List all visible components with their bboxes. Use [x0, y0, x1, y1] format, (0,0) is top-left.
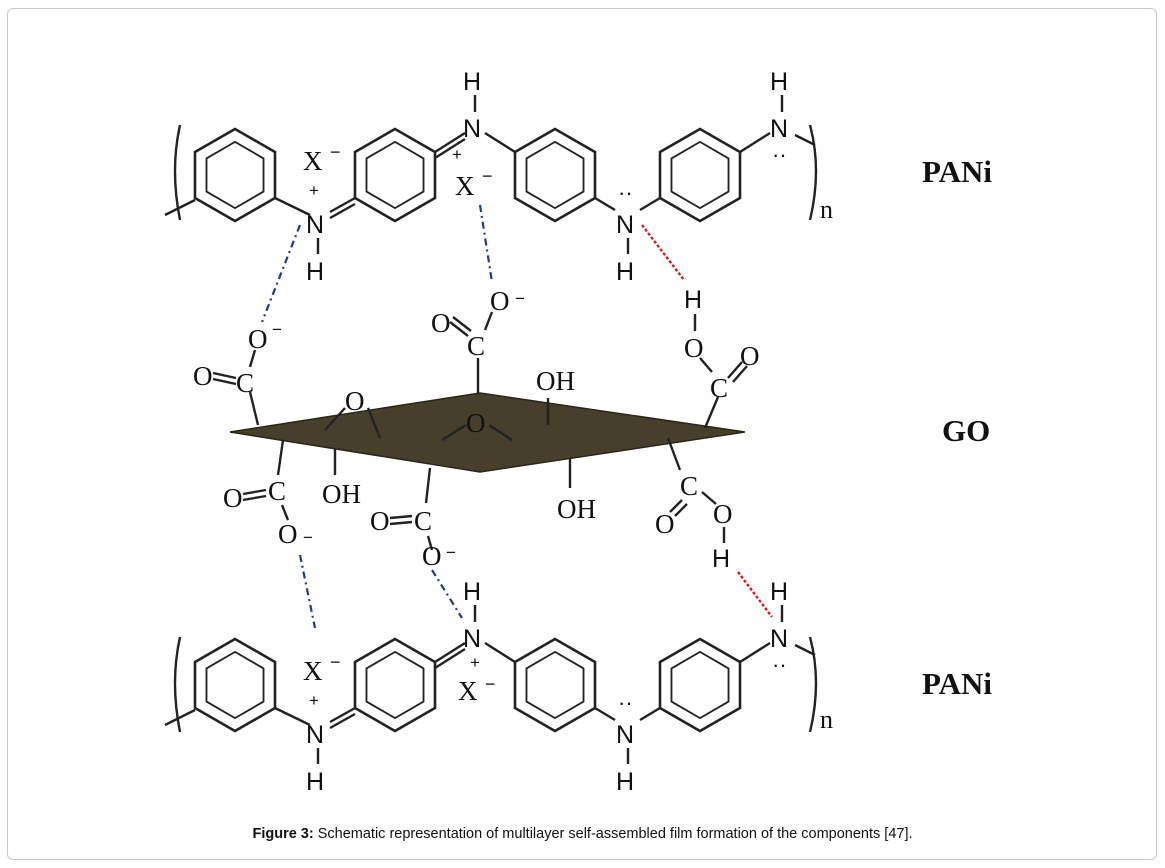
atom-h: H [712, 545, 730, 573]
charge-plus: + [452, 145, 462, 164]
atom-o: O [223, 483, 243, 513]
atom-o: O [684, 333, 704, 363]
atom-h: H [463, 68, 481, 96]
atom-o: O [713, 499, 733, 529]
charge-plus: + [309, 181, 319, 200]
atom-o: O [740, 341, 760, 371]
atom-h: H [616, 768, 634, 796]
atom-h: H [463, 578, 481, 606]
graphene-oxide-sheet: C O O − C O O − C O O H OH O O [193, 286, 760, 573]
atom-c: C [268, 476, 286, 506]
atom-c: C [680, 471, 698, 501]
charge-minus: − [485, 674, 496, 694]
atom-o: O [655, 509, 675, 539]
charge-minus: − [330, 142, 341, 162]
counter-ion-x: X [455, 171, 475, 201]
charge-plus: + [470, 653, 480, 672]
charge-minus: − [482, 166, 493, 186]
atom-h: H [306, 258, 324, 286]
counter-ion-x: X [303, 656, 323, 686]
atom-n: N [770, 115, 788, 143]
atom-o: O [248, 324, 268, 354]
atom-n: N [306, 721, 324, 749]
charge-minus: − [330, 652, 341, 672]
atom-c: C [467, 331, 485, 361]
caption-label: Figure 3: [252, 826, 314, 842]
lone-pair: ·· [618, 690, 633, 715]
figure-frame [7, 8, 1157, 860]
counter-ion-x: X [303, 146, 323, 176]
hydrogen-bonds [641, 224, 773, 618]
atom-o: O [490, 286, 510, 316]
atom-o: O [193, 361, 213, 391]
label-go: GO [942, 413, 990, 448]
atom-n: N [463, 625, 481, 653]
lone-pair: ·· [772, 142, 787, 167]
bottom-pani-chain: H N + X − X − + N H ·· N H H N ·· n [164, 578, 833, 796]
hydroxyl: OH [536, 366, 575, 396]
atom-c: C [414, 506, 432, 536]
atom-c: C [236, 368, 254, 398]
repeat-subscript: n [820, 705, 833, 734]
atom-h: H [616, 258, 634, 286]
atom-h: H [306, 768, 324, 796]
polyaniline-graphene-oxide-scheme: H N + X − X − + N H ·· N H H N ·· n C O … [164, 68, 992, 796]
atom-o: O [431, 308, 451, 338]
hydroxyl: OH [322, 479, 361, 509]
hydroxyl: OH [557, 494, 596, 524]
atom-o: O [422, 541, 442, 571]
lone-pair: ·· [772, 652, 787, 677]
electrostatic-interactions [260, 204, 494, 629]
atom-o: O [370, 506, 390, 536]
label-bottom-pani: PANi [922, 666, 992, 701]
charge-minus: − [515, 289, 525, 308]
charge-minus: − [446, 543, 456, 562]
caption-text: Schematic representation of multilayer s… [317, 826, 913, 842]
atom-n: N [306, 211, 324, 239]
epoxide-o: O [345, 386, 365, 416]
atom-h: H [770, 578, 788, 606]
charge-minus: − [272, 320, 282, 339]
top-pani-chain: H N + X − X − + N H ·· N H H N ·· n [164, 68, 833, 286]
charge-plus: + [309, 691, 319, 710]
atom-o: O [278, 519, 298, 549]
atom-n: N [463, 115, 481, 143]
atom-n: N [616, 211, 634, 239]
atom-c: C [710, 373, 728, 403]
charge-minus: − [303, 528, 313, 547]
lone-pair: ·· [618, 180, 633, 205]
repeat-subscript: n [820, 195, 833, 224]
figure-caption: Figure 3: Schematic representation of mu… [0, 826, 1165, 842]
atom-h: H [684, 286, 702, 314]
atom-n: N [616, 721, 634, 749]
atom-n: N [770, 625, 788, 653]
label-top-pani: PANi [922, 154, 992, 189]
atom-h: H [770, 68, 788, 96]
counter-ion-x: X [458, 676, 478, 706]
epoxide-o: O [466, 408, 486, 438]
